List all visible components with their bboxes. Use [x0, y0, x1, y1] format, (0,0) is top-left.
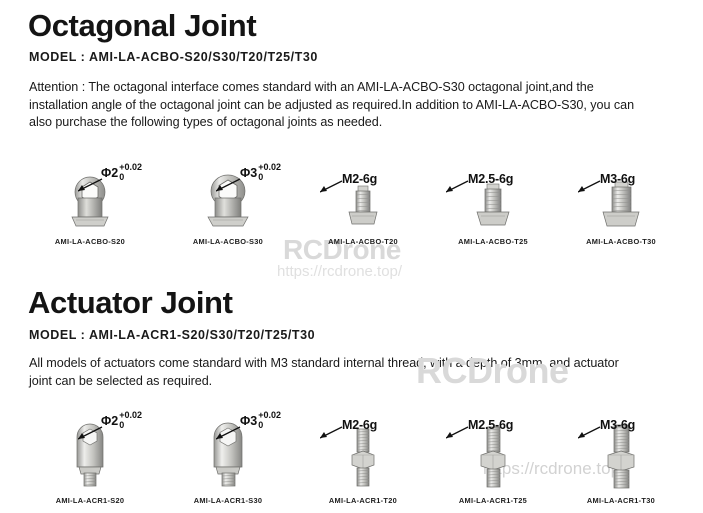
stud-nut-icon: [480, 426, 506, 488]
product-image-acbo-s20: [20, 170, 160, 232]
product-caption: AMI-LA-ACBO-T20: [328, 237, 398, 246]
stud-nut-icon: [351, 428, 375, 487]
product-image-acbo-s30: [158, 170, 298, 232]
product-caption: AMI-LA-ACR1-T30: [586, 496, 656, 505]
model-line-octagonal: MODEL : AMI-LA-ACBO-S20/S30/T20/T25/T30: [29, 50, 318, 64]
description-octagonal: Attention : The octagonal interface come…: [29, 80, 635, 129]
section-title-octagonal: Octagonal Joint: [28, 8, 257, 43]
product-caption: AMI-LA-ACR1-T20: [328, 496, 398, 505]
eyelet-joint-icon: [71, 176, 109, 227]
flange-bolt-icon: [602, 181, 640, 227]
product-caption: AMI-LA-ACBO-S20: [54, 237, 126, 246]
product-item-acbo-t20[interactable]: AMI-LA-ACBO-T20: [293, 170, 433, 246]
product-item-acbo-s30[interactable]: AMI-LA-ACBO-S30: [158, 170, 298, 246]
stud-nut-icon: [607, 424, 635, 489]
product-image-acbo-t20: [293, 170, 433, 232]
product-image-acbo-t30: [551, 170, 691, 232]
product-item-acr1-t30[interactable]: AMI-LA-ACR1-T30: [551, 415, 691, 505]
product-caption: AMI-LA-ACR1-T25: [458, 496, 528, 505]
product-item-acr1-s20[interactable]: AMI-LA-ACR1-S20: [20, 415, 160, 505]
product-caption: AMI-LA-ACR1-S30: [193, 496, 263, 505]
product-image-acr1-t30: [551, 415, 691, 491]
product-image-acr1-t25: [423, 415, 563, 491]
watermark-url-top: https://rcdrone.top/: [277, 263, 403, 280]
product-caption: AMI-LA-ACBO-S30: [192, 237, 264, 246]
rod-eye-joint-icon: [213, 422, 243, 487]
product-item-acr1-t20[interactable]: AMI-LA-ACR1-T20: [293, 415, 433, 505]
product-item-acbo-t25[interactable]: AMI-LA-ACBO-T25: [423, 170, 563, 246]
flange-bolt-icon: [348, 185, 378, 225]
product-item-acr1-s30[interactable]: AMI-LA-ACR1-S30: [158, 415, 298, 505]
rod-eye-joint-icon: [76, 423, 104, 487]
product-caption: AMI-LA-ACBO-T25: [458, 237, 528, 246]
flange-bolt-icon: [476, 183, 510, 226]
product-caption: AMI-LA-ACR1-S20: [55, 496, 125, 505]
section-title-actuator: Actuator Joint: [28, 285, 233, 320]
model-line-actuator: MODEL : AMI-LA-ACR1-S20/S30/T20/T25/T30: [29, 328, 316, 342]
description-actuator: All models of actuators come standard wi…: [29, 356, 619, 388]
product-image-acr1-s30: [158, 415, 298, 491]
product-image-acr1-s20: [20, 415, 160, 491]
product-caption: AMI-LA-ACBO-T30: [586, 237, 656, 246]
product-item-acbo-t30[interactable]: AMI-LA-ACBO-T30: [551, 170, 691, 246]
product-item-acr1-t25[interactable]: AMI-LA-ACR1-T25: [423, 415, 563, 505]
product-image-acbo-t25: [423, 170, 563, 232]
product-image-acr1-t20: [293, 415, 433, 491]
eyelet-joint-icon: [207, 174, 249, 227]
product-item-acbo-s20[interactable]: AMI-LA-ACBO-S20: [20, 170, 160, 246]
